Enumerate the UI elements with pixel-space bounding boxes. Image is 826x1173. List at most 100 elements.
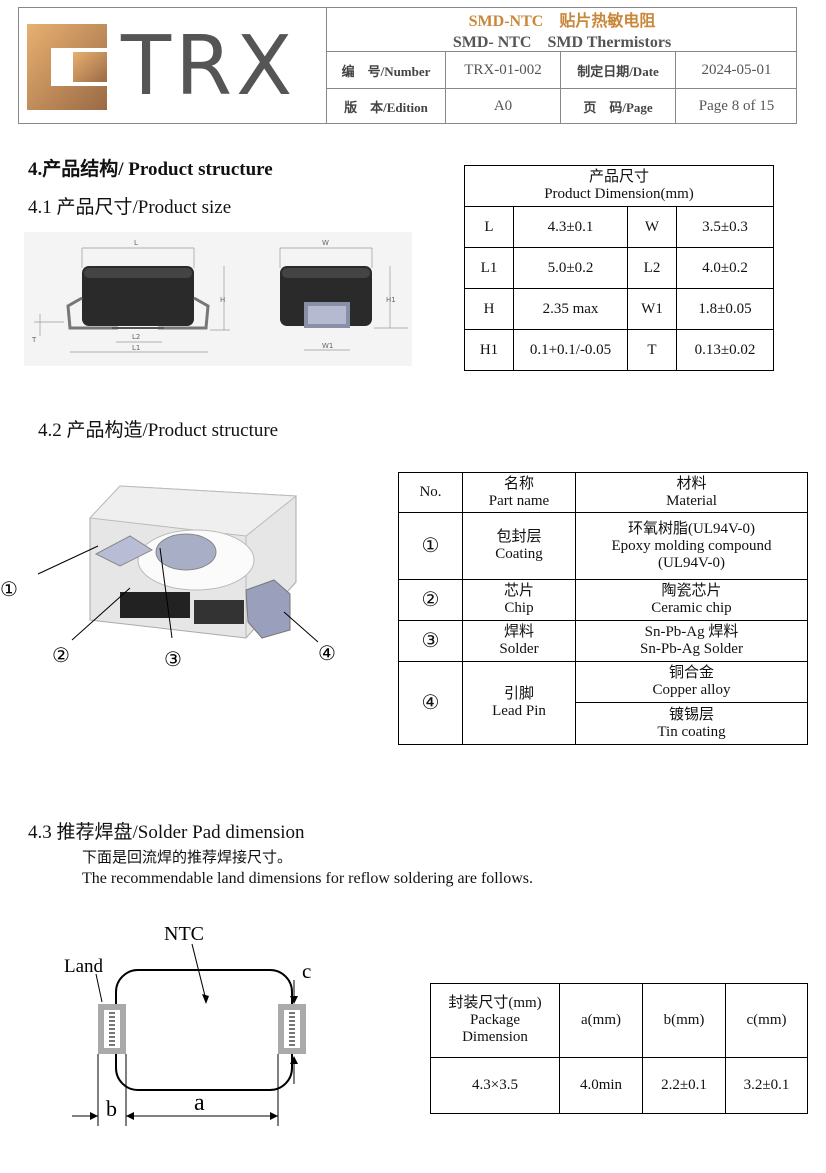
dim-cell: L bbox=[464, 206, 514, 248]
pad-header-line: Package bbox=[470, 1012, 520, 1028]
col-no-header: No. bbox=[398, 472, 463, 513]
table-row: H1 0.1+0.1/-0.05 T 0.13±0.02 bbox=[464, 329, 774, 371]
dim-label-W1: W1 bbox=[322, 342, 333, 350]
dim-cell: 4.3±0.1 bbox=[513, 206, 628, 248]
pad-label-ntc: NTC bbox=[164, 923, 204, 945]
material-cell: 镀锡层 Tin coating bbox=[575, 702, 808, 745]
reflow-note-en: The recommendable land dimensions for re… bbox=[82, 870, 533, 887]
dim-cell: T bbox=[627, 329, 677, 371]
number-value: TRX-01-002 bbox=[464, 61, 542, 78]
dim-cell: W bbox=[627, 206, 677, 248]
pad-label-land: Land bbox=[64, 956, 104, 977]
pad-cell: 4.3×3.5 bbox=[430, 1057, 560, 1114]
page-value: Page 8 of 15 bbox=[698, 98, 775, 114]
edition-label: 版 本/Edition bbox=[344, 100, 428, 115]
product-structure-illustration: ① ② ③ ④ bbox=[0, 470, 360, 680]
dim-cell: 5.0±0.2 bbox=[513, 247, 628, 289]
material-line: 陶瓷芯片 bbox=[661, 583, 722, 599]
pad-header-line: Dimension bbox=[462, 1029, 528, 1045]
material-line: 镀锡层 bbox=[668, 706, 714, 723]
table-row: ③ 焊料 Solder Sn-Pb-Ag 焊料 Sn-Pb-Ag Solder bbox=[398, 620, 808, 662]
part-cn: 引脚 bbox=[503, 686, 534, 702]
part-en: Solder bbox=[499, 641, 539, 657]
dim-cell: L1 bbox=[464, 247, 514, 289]
reflow-note-cn: 下面是回流焊的推荐焊接尺寸。 bbox=[82, 850, 293, 866]
pad-cell: 3.2±0.1 bbox=[725, 1057, 808, 1114]
col-part-en: Part name bbox=[488, 492, 550, 509]
dim-table-header: 产品尺寸 Product Dimension(mm) bbox=[464, 165, 774, 207]
pad-label-a: a bbox=[194, 1090, 205, 1116]
part-cell: 包封层 Coating bbox=[462, 512, 576, 580]
callout-4: ④ bbox=[318, 641, 336, 665]
part-en: Coating bbox=[495, 546, 543, 562]
col-mat-en: Material bbox=[666, 492, 717, 509]
table-row: L 4.3±0.1 W 3.5±0.3 bbox=[464, 206, 774, 248]
dim-cell: 0.13±0.02 bbox=[676, 329, 774, 371]
dim-cell: 1.8±0.05 bbox=[676, 288, 774, 330]
pad-label-b: b bbox=[106, 1096, 117, 1121]
material-line: 铜合金 bbox=[668, 665, 714, 681]
dim-cell: 4.0±0.2 bbox=[676, 247, 774, 289]
table-row: H 2.35 max W1 1.8±0.05 bbox=[464, 288, 774, 330]
part-cell: 焊料 Solder bbox=[462, 620, 576, 662]
material-line: (UL94V-0) bbox=[658, 554, 725, 571]
solder-pad-drawing: NTC Land c b a bbox=[56, 918, 356, 1140]
material-cell: 铜合金 Copper alloy bbox=[575, 661, 808, 703]
material-line: Ceramic chip bbox=[651, 600, 732, 616]
callout-3: ③ bbox=[164, 647, 182, 671]
dim-cell: 2.35 max bbox=[513, 288, 628, 330]
pad-col-b: b(mm) bbox=[642, 983, 726, 1058]
document-header: TRX SMD-NTC 贴片热敏电阻 SMD- NTC SMD Thermist… bbox=[18, 7, 797, 124]
material-line: Sn-Pb-Ag 焊料 bbox=[644, 624, 739, 640]
part-en: Chip bbox=[504, 600, 534, 616]
material-cell: 陶瓷芯片 Ceramic chip bbox=[575, 579, 808, 621]
part-en: Lead Pin bbox=[492, 703, 546, 719]
row-no: ② bbox=[398, 579, 463, 621]
material-line: Sn-Pb-Ag Solder bbox=[640, 641, 743, 657]
col-material-header: 材料 Material bbox=[575, 472, 808, 513]
subsection-43-title: 4.3 推荐焊盘/Solder Pad dimension bbox=[28, 822, 305, 843]
material-line: Tin coating bbox=[657, 723, 726, 740]
callout-2: ② bbox=[52, 643, 70, 667]
pad-header-line: 封装尺寸(mm) bbox=[448, 995, 542, 1011]
part-cn: 包封层 bbox=[496, 529, 542, 545]
title-cn: SMD-NTC 贴片热敏电阻 bbox=[468, 13, 656, 30]
material-cell: 环氧树脂(UL94V-0) Epoxy molding compound (UL… bbox=[575, 512, 808, 580]
dim-label-H: H bbox=[220, 296, 225, 304]
product-size-drawing: L H L2 L1 T W W1 H1 bbox=[24, 232, 412, 366]
pad-cell: 2.2±0.1 bbox=[642, 1057, 726, 1114]
company-logo: TRX bbox=[25, 22, 321, 112]
subsection-42-title: 4.2 产品构造/Product structure bbox=[38, 420, 279, 441]
material-cell: Sn-Pb-Ag 焊料 Sn-Pb-Ag Solder bbox=[575, 620, 808, 662]
pad-col-package: 封装尺寸(mm) Package Dimension bbox=[430, 983, 560, 1058]
product-dimension-table: 产品尺寸 Product Dimension(mm) L 4.3±0.1 W 3… bbox=[464, 165, 774, 371]
table-row: L1 5.0±0.2 L2 4.0±0.2 bbox=[464, 247, 774, 289]
logo-text: TRX bbox=[121, 19, 297, 114]
dim-label-H1: H1 bbox=[386, 296, 396, 304]
row-no: ④ bbox=[398, 661, 463, 745]
col-part-cn: 名称 bbox=[503, 475, 534, 492]
callout-1: ① bbox=[0, 577, 18, 601]
pad-label-c: c bbox=[302, 959, 311, 983]
col-part-header: 名称 Part name bbox=[462, 472, 576, 513]
dim-cell: L2 bbox=[627, 247, 677, 289]
title-en: SMD- NTC SMD Thermistors bbox=[452, 34, 672, 51]
table-row: ④ 引脚 Lead Pin 铜合金 Copper alloy bbox=[398, 661, 808, 745]
solder-pad-table: 封装尺寸(mm) Package Dimension a(mm) b(mm) c… bbox=[430, 983, 808, 1114]
dim-label-L1: L1 bbox=[132, 344, 140, 352]
table-row: 4.3×3.5 4.0min 2.2±0.1 3.2±0.1 bbox=[430, 1057, 808, 1114]
row-no: ① bbox=[398, 512, 463, 580]
dim-label-W: W bbox=[322, 239, 329, 247]
table-row: ② 芯片 Chip 陶瓷芯片 Ceramic chip bbox=[398, 579, 808, 621]
dim-cell: H1 bbox=[464, 329, 514, 371]
dim-header-en: Product Dimension(mm) bbox=[544, 186, 694, 202]
part-cn: 芯片 bbox=[503, 583, 534, 599]
page-label: 页 码/Page bbox=[583, 100, 653, 115]
material-line: 环氧树脂(UL94V-0) bbox=[628, 520, 755, 537]
dim-cell: W1 bbox=[627, 288, 677, 330]
pad-cell: 4.0min bbox=[559, 1057, 643, 1114]
date-value: 2024-05-01 bbox=[701, 61, 772, 78]
edition-value: A0 bbox=[493, 98, 513, 114]
subsection-41-title: 4.1 产品尺寸/Product size bbox=[28, 197, 232, 218]
pad-col-c: c(mm) bbox=[725, 983, 808, 1058]
